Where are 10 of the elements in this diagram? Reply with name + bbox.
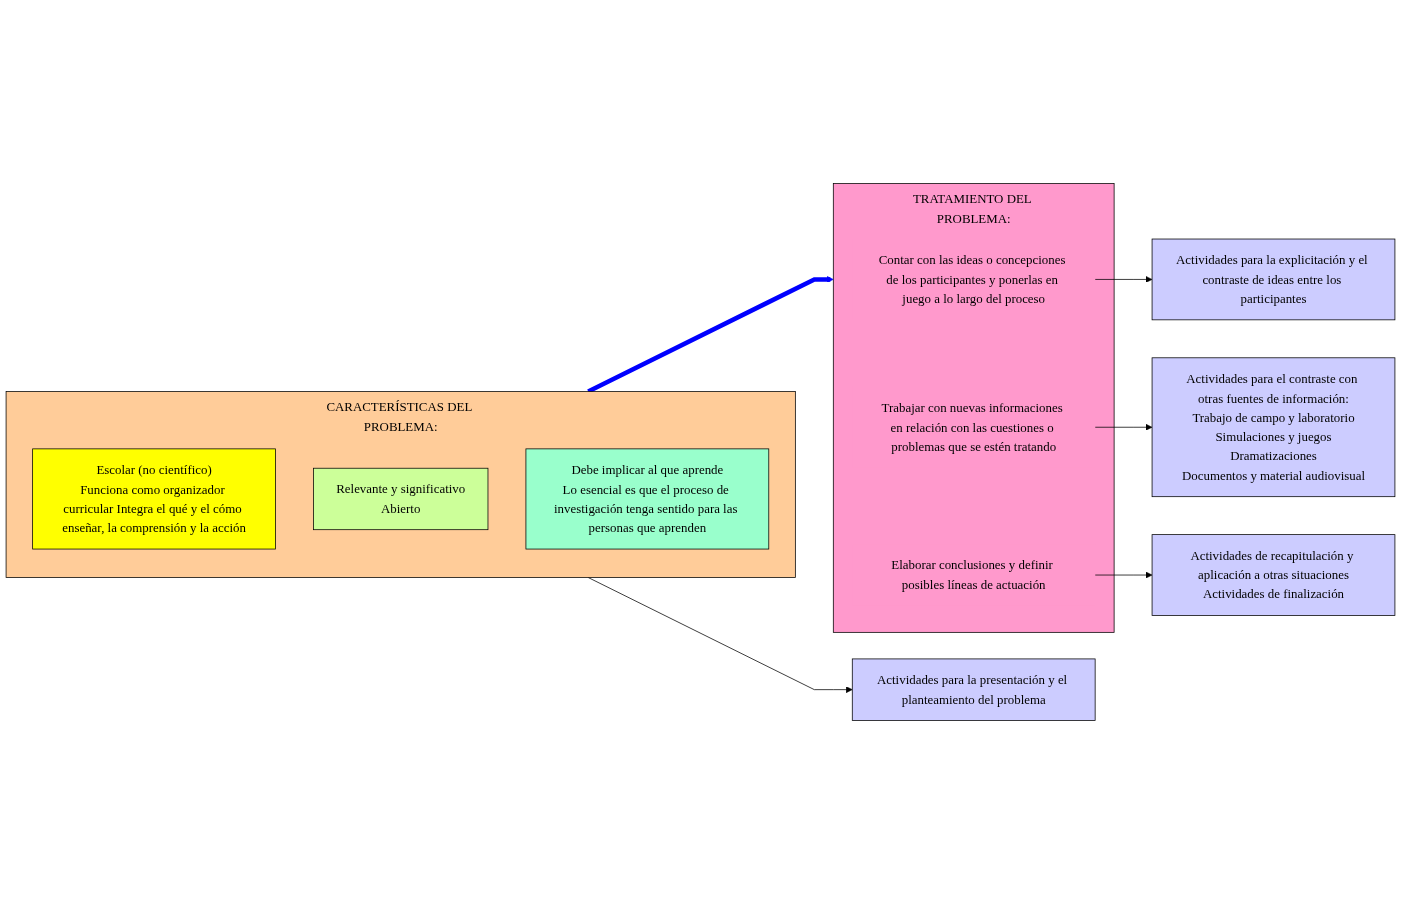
node-text: Elaborar conclusiones y definir posibles líneas de actuación xyxy=(891,557,1053,592)
node-box: Debe implicar al que aprende Lo esencial es que el proceso de investigación tenga sentido para las personas que aprenden xyxy=(525,448,770,550)
node-box: Actividades para la presentación y el planteamiento del problema xyxy=(851,658,1096,721)
node-box: Actividades de recapitulación y aplicación a otras situaciones Actividades de finalización xyxy=(1151,534,1396,616)
node-text: Contar con las ideas o concepciones de los participantes y ponerlas en juego a lo largo del proceso xyxy=(878,252,1066,306)
node-text: Trabajar con nuevas informaciones en relación con las cuestiones o problemas que se estén tratando xyxy=(881,400,1063,454)
node-box: Escolar (no científico) Funciona como organizador curricular Integra el qué y el cómo enseñar, la comprensión y la acción xyxy=(32,448,276,550)
node-box: Actividades para el contraste con otras fuentes de información: Trabajo de campo y laboratorio Simulaciones y juegos Dramatizaciones Documentos y material audiovisual xyxy=(1151,357,1396,498)
node-box: Actividades para la explicitación y el contraste de ideas entre los participantes xyxy=(1151,238,1396,321)
node-box: Relevante y significativo Abierto xyxy=(313,467,489,531)
